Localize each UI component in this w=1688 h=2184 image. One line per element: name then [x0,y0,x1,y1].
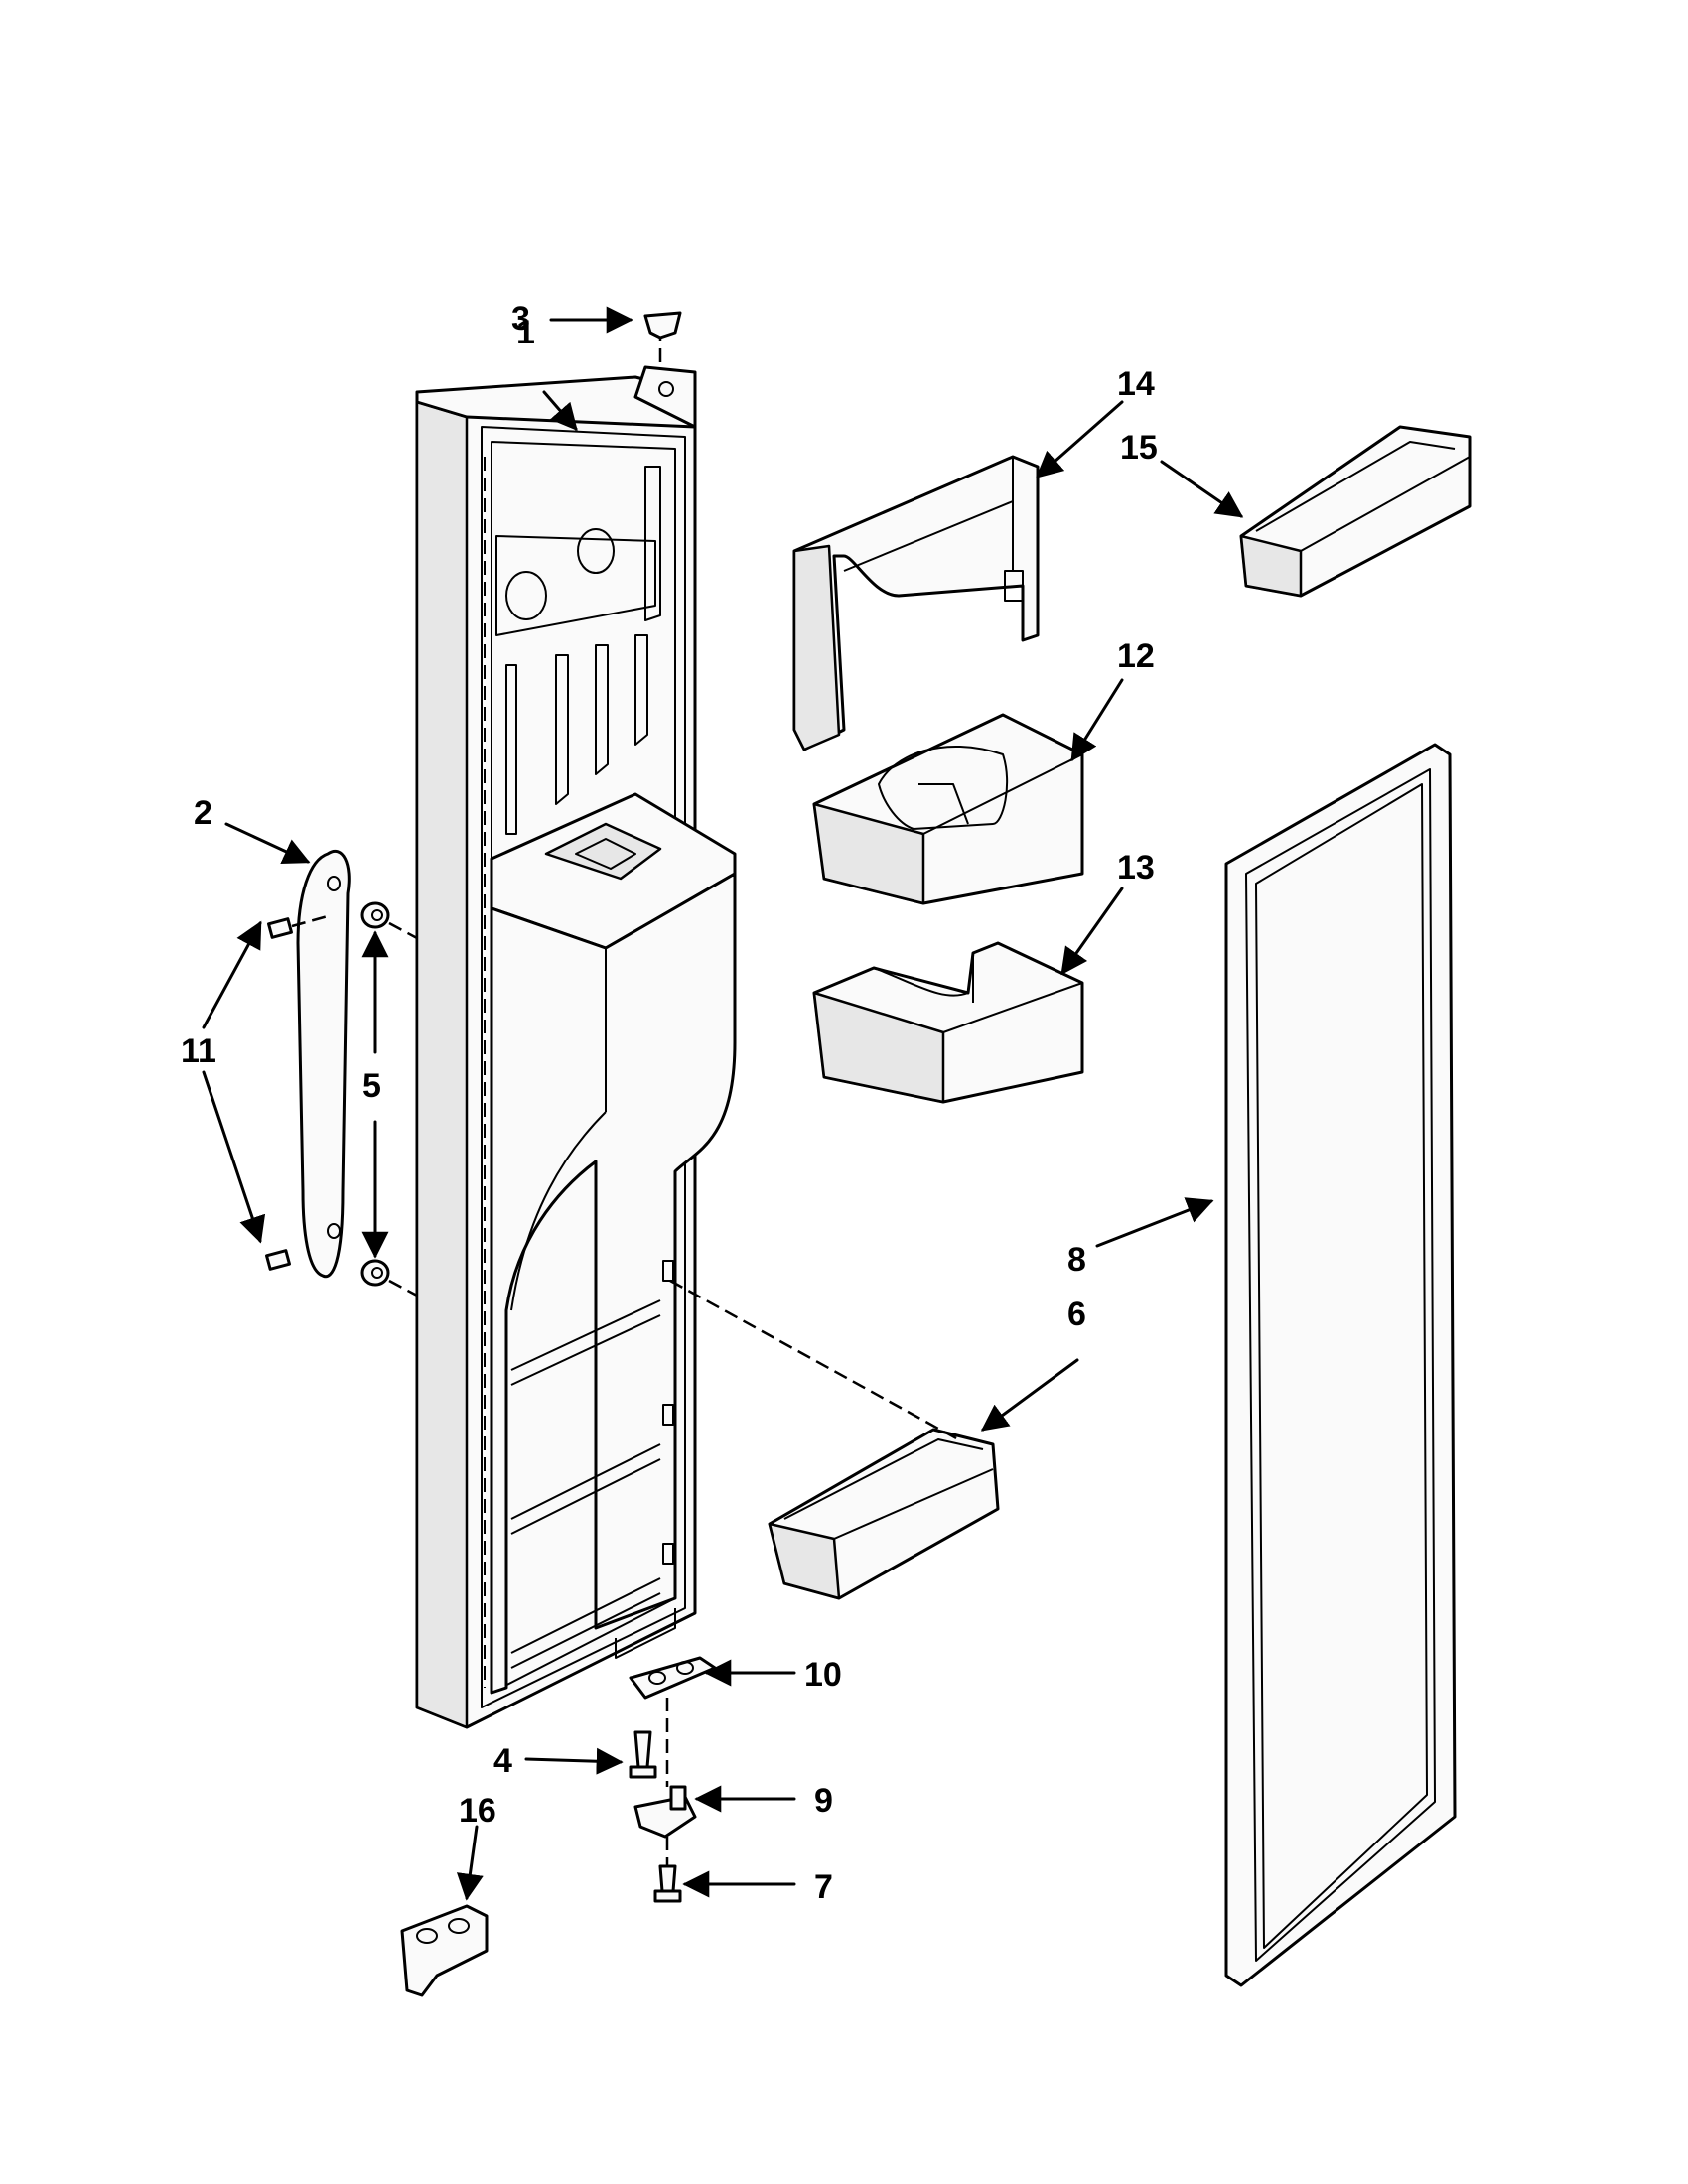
callout-12: 12 [1117,637,1155,675]
callout-15: 15 [1120,429,1158,467]
door-stop-plate [629,1656,717,1700]
handle-screw-lower [265,1249,291,1271]
hinge-pin [633,1785,697,1839]
callout-8: 8 [1067,1241,1086,1279]
hinge-screw [653,1864,682,1903]
door-handle [296,850,351,1279]
callout-10: 10 [804,1656,842,1694]
handle-spacer-lower [360,1259,390,1287]
handle-spacer-upper [360,901,390,929]
callout-11: 11 [181,1032,216,1070]
callout-5: 5 [362,1067,381,1105]
callout-9: 9 [814,1782,833,1820]
ice-chute-lower [812,941,1084,1104]
callout-4: 4 [493,1742,512,1780]
door-bin-lower [768,1428,1000,1600]
hinge-cover [400,1904,489,1997]
top-hinge-cap [643,311,682,340]
callout-2: 2 [194,794,212,832]
door-bin-upper [1239,425,1472,598]
callout-6: 6 [1067,1296,1086,1333]
door-gasket [1224,743,1457,1987]
callout-16: 16 [459,1792,496,1830]
callout-13: 13 [1117,849,1155,887]
callout-7: 7 [814,1868,833,1906]
hinge-bolt [629,1730,657,1779]
dispenser-trim-cover [792,455,1040,751]
callout-1: 1 [516,314,535,351]
door-assembly [415,365,737,1729]
ice-chute-bin [812,713,1084,905]
callout-14: 14 [1117,365,1155,403]
callout-leaders [202,306,1244,1901]
callout-labels: 3 1 2 11 5 14 15 12 13 8 6 10 4 9 7 16 [181,300,1158,1906]
handle-screw-upper [267,917,293,939]
callout-3: 3 [511,300,530,338]
